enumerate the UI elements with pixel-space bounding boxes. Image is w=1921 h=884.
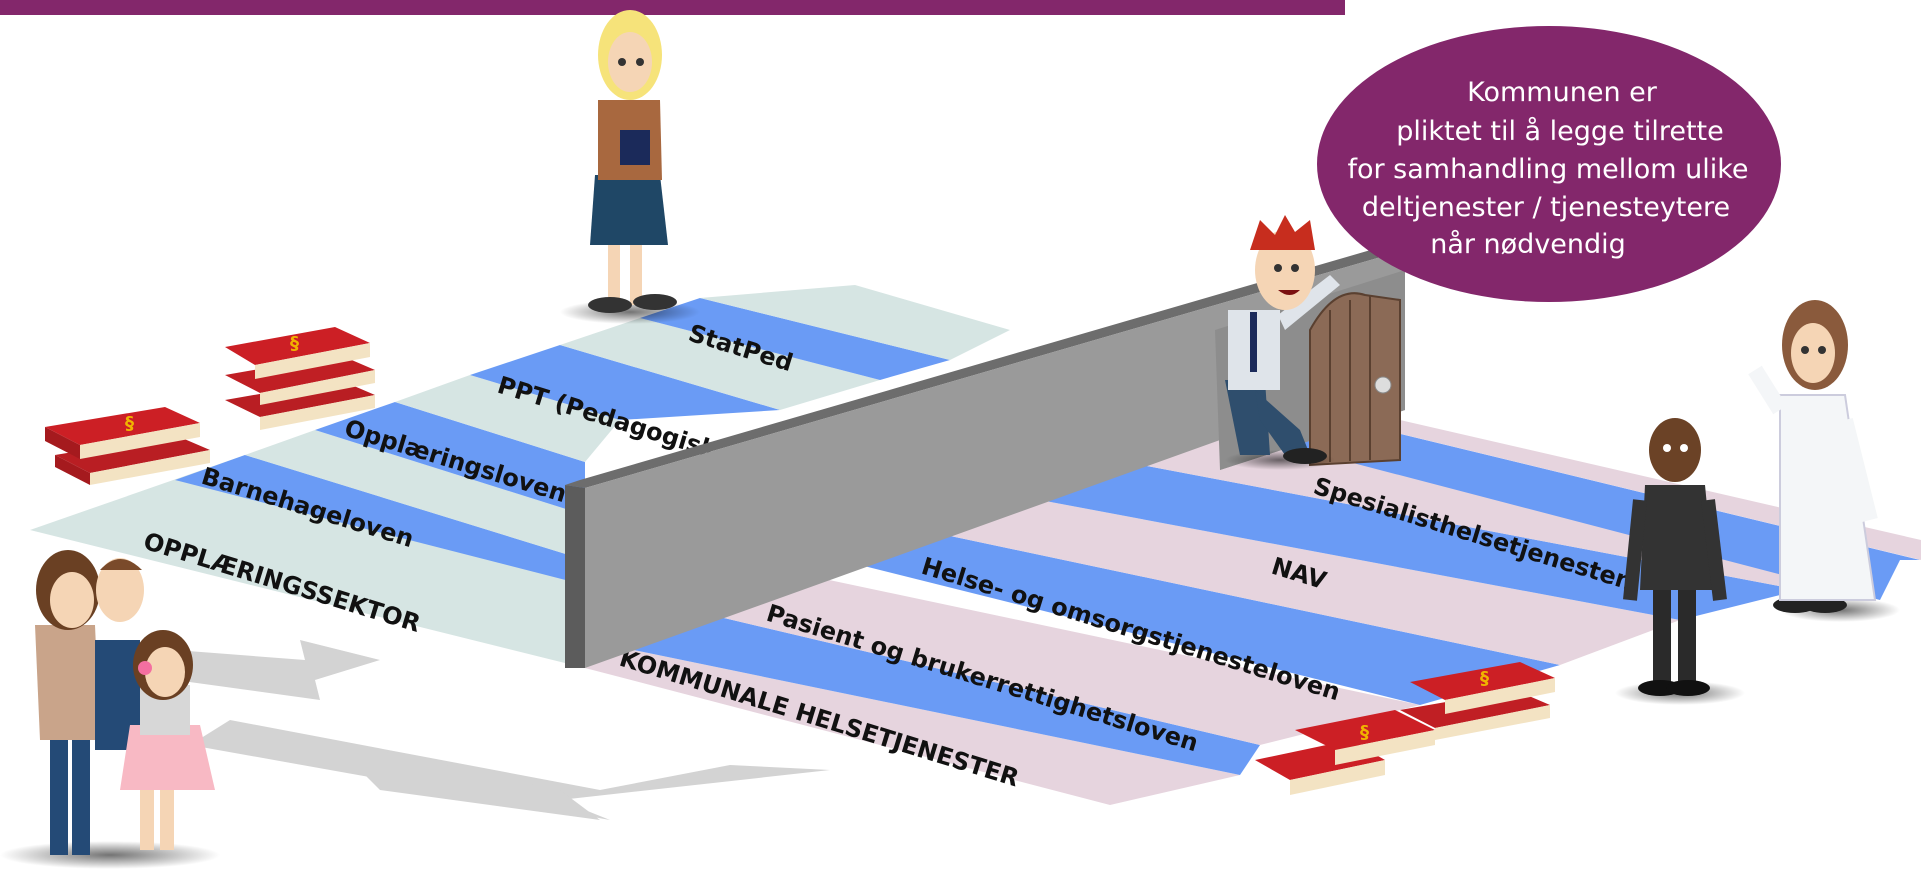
svg-text:§: § <box>1480 668 1489 689</box>
svg-text:§: § <box>125 413 134 434</box>
header-bar <box>0 0 1345 15</box>
lane-helse-omsorg <box>700 500 1560 705</box>
door-icon <box>1309 292 1401 467</box>
path-arrows <box>175 640 830 820</box>
lane-statped <box>640 298 950 380</box>
law-book-icon: § <box>45 407 210 485</box>
teacher-character <box>560 10 700 324</box>
suit-man-character <box>1615 418 1745 705</box>
lane-opplaeringssektor <box>30 455 585 668</box>
speech-line-1: Kommunen er <box>1467 77 1658 108</box>
lane-kommunale-helsetjenester <box>585 640 1240 805</box>
law-book-icon: § <box>225 327 375 430</box>
lane-pink-3 <box>780 470 1680 665</box>
lane-pasient <box>585 585 1260 775</box>
lane-nav <box>880 440 1800 620</box>
speech-line-5: når nødvendig <box>1430 229 1626 260</box>
lane-barnehageloven <box>175 455 585 585</box>
lane-teal-2 <box>245 430 585 560</box>
lane-teal-5 <box>700 285 1010 360</box>
lane-teal-4 <box>560 318 880 410</box>
lane-ppt <box>470 345 780 420</box>
man-at-door-character <box>1225 215 1340 470</box>
doctor-character <box>1748 300 1900 622</box>
speech-bubble: Kommunen er pliktet til å legge tilrette… <box>1317 26 1781 302</box>
left-sector-lanes <box>30 285 1010 668</box>
lane-pink-5 <box>1240 395 1921 560</box>
lane-opplaeringsloven <box>315 402 585 515</box>
speech-line-3: for samhandling mellom ulike <box>1347 154 1748 185</box>
svg-text:§: § <box>1360 722 1369 743</box>
law-book-icon: § <box>1255 710 1435 795</box>
svg-text:§: § <box>290 333 299 354</box>
law-book-icon: § <box>1400 662 1555 740</box>
speech-line-2: pliktet til å legge tilrette <box>1396 116 1724 147</box>
family-characters <box>0 550 220 869</box>
lane-teal-3 <box>395 375 620 462</box>
speech-line-4: deltjenester / tjenesteytere <box>1362 192 1730 223</box>
